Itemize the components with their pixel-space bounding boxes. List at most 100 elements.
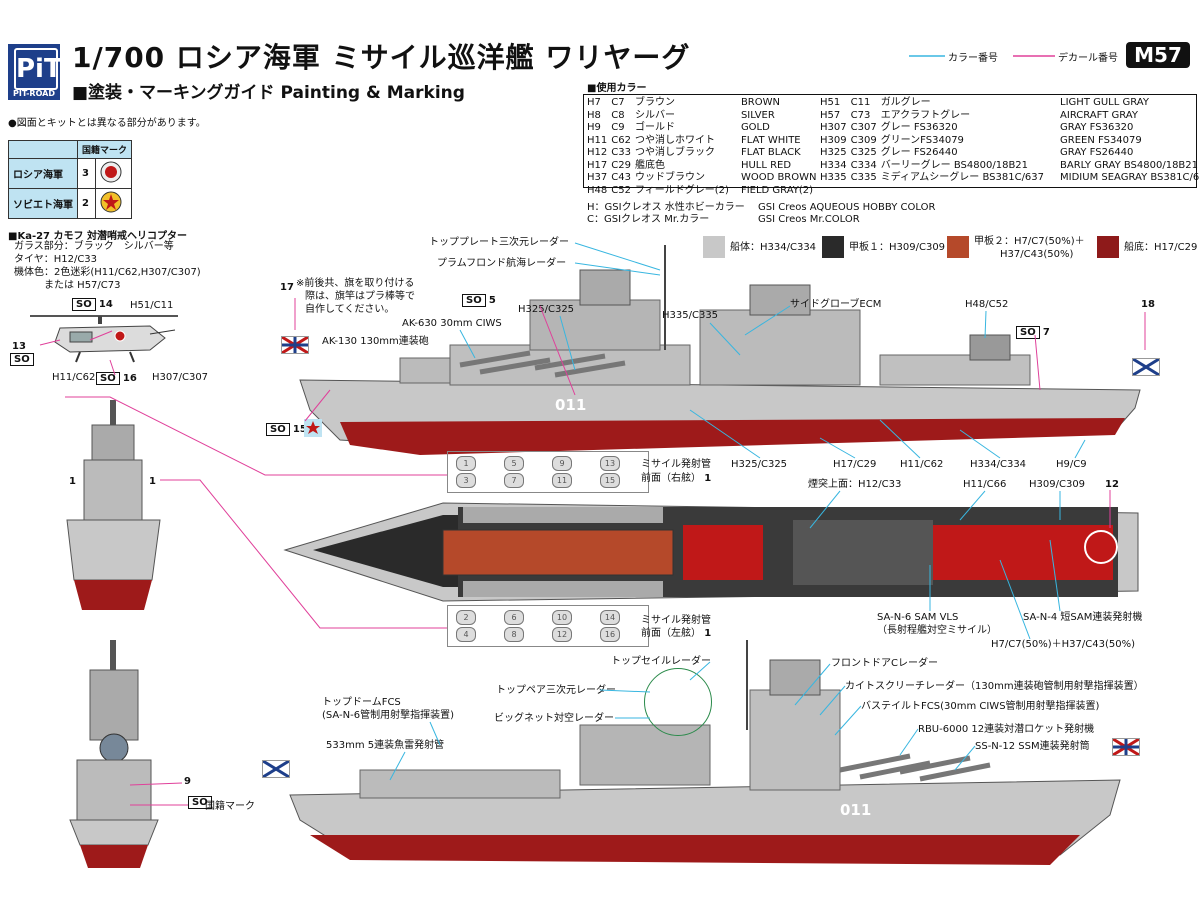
color-cell: C43 (611, 172, 631, 183)
color-cell: C334 (850, 159, 877, 171)
label-sa6: SA-N-6 SAM VLS (877, 612, 959, 623)
color-cell: H17 (587, 159, 608, 171)
color-cell: HULL RED (740, 159, 792, 171)
missile-tube-decal: 13 (600, 456, 620, 471)
label-h335: H335/C335 (662, 310, 719, 321)
side-so15-box: SO (266, 423, 290, 436)
swatch-hull (703, 236, 725, 258)
label-h11: H11/C62 (900, 459, 944, 470)
label-h325-upper: H325/C325 (518, 304, 575, 315)
label-torpedo: 533mm 5連装魚雷発射管 (326, 740, 445, 751)
nationality-mark-table: 国籍マーク ロシア海軍 3 ソビエト海軍 2 (8, 140, 133, 219)
color-cell: BARLY GRAY BS4800/18B21 (1060, 159, 1199, 171)
missile-r-decal: 1 (704, 473, 712, 484)
color-cell: エアクラフトグレー (880, 109, 971, 121)
color-cell: C335 (850, 172, 877, 183)
color-cell: ガルグレー (880, 97, 931, 108)
missile-r-label2: 前面（右舷） (641, 473, 701, 484)
color-cell: H309 (820, 134, 847, 146)
logo-text: PIT-ROAD (12, 89, 56, 98)
color-cell: C52 (611, 184, 631, 196)
legend-lines (909, 55, 1055, 57)
heli-h51-label: H51/C11 (130, 300, 174, 311)
missile-r-label: ミサイル発射管 (641, 459, 711, 470)
missile-tube-decal: 7 (504, 473, 524, 488)
decal-17: 17 (280, 282, 294, 293)
label-h325-lower: H325/C325 (731, 459, 788, 470)
radar-detail-circle (644, 668, 712, 736)
color-cell: フィールドグレー(2) (634, 184, 729, 196)
nat-name-russia: ロシア海軍 (8, 158, 78, 189)
swatch-deck2 (947, 236, 969, 258)
color-cell: 艦底色 (634, 159, 665, 171)
label-sa4: SA-N-4 短SAM連装発射機 (1023, 612, 1143, 623)
label-bass-tilt: バステイルトFCS(30mm CIWS管制用射撃指揮装置) (861, 701, 1100, 712)
front-decal-1a: 1 (69, 476, 76, 487)
missile-tubes-port-panel (447, 605, 649, 647)
missile-l-label2: 前面（左舷） (641, 628, 701, 639)
color-cell: FLAT WHITE (740, 134, 801, 146)
port-hull-number: 011 (840, 801, 871, 819)
missile-tube-decal: 6 (504, 610, 524, 625)
color-cell: H9 (587, 122, 601, 133)
heli-so16-box: SO (96, 372, 120, 385)
color-cell: ミディアムシーグレー BS381C/637 (880, 172, 1045, 183)
color-cell: BROWN (740, 97, 780, 108)
heli-line-1: ガラス部分：ブラック シルバー等 (14, 241, 174, 252)
label-top-plate: トッププレート三次元レーダー (429, 237, 569, 248)
color-cell: H307 (820, 122, 847, 133)
label-sa6b: （長射程艦対空ミサイル） (877, 625, 997, 636)
color-cell: グリーンFS34079 (880, 134, 964, 146)
color-cell: H37 (587, 172, 608, 183)
color-cell: C307 (850, 122, 877, 133)
missile-tube-decal: 2 (456, 610, 476, 625)
bow-flag-icon (281, 335, 309, 355)
color-cell: H334 (820, 159, 847, 171)
port-bow-flag-icon (1112, 737, 1140, 757)
stern-so-box: SO (188, 796, 212, 809)
colors-foot-h-en: GSI Creos AQUEOUS HOBBY COLOR (758, 202, 936, 213)
label-top-pair: トップペア三次元レーダー (496, 685, 616, 696)
ship-front-view (66, 400, 161, 610)
heli-line-3: 機体色：2色迷彩(H11/C62,H307/C307) (14, 267, 201, 278)
side-hull-number: 011 (555, 396, 586, 414)
heli-so13-box: SO (10, 353, 34, 366)
color-cell: C62 (611, 134, 631, 146)
missile-tube-decal: 10 (552, 610, 572, 625)
page-title: 1/700 ロシア海軍 ミサイル巡洋艦 ワリヤーグ (72, 41, 691, 74)
color-cell: ウッドブラウン (634, 172, 705, 183)
soviet-star-icon (95, 188, 133, 219)
missile-tube-decal: 14 (600, 610, 620, 625)
color-cell: FLAT BLACK (740, 147, 801, 158)
color-cell: C9 (611, 122, 625, 133)
product-code-badge: M57 (1126, 42, 1190, 68)
missile-tube-decal: 3 (456, 473, 476, 488)
color-cell: C8 (611, 109, 625, 121)
nat-num-soviet: 2 (76, 188, 97, 219)
colors-heading: ■使用カラー (587, 83, 647, 94)
missile-tube-decal: 11 (552, 473, 572, 488)
nat-name-soviet: ソビエト海軍 (8, 188, 78, 219)
label-big-net: ビッグネット対空レーダー (494, 713, 614, 724)
label-ssn12: SS-N-12 SSM連装発射筒 (975, 741, 1090, 752)
flag-note-3: 自作してください。 (305, 304, 395, 315)
heli-title: ■Ka-27 カモフ 対潜哨戒ヘリコプター (8, 231, 187, 242)
color-cell: FIELD GRAY(2) (740, 184, 814, 196)
color-cell: GRAY FS26440 (1060, 147, 1134, 158)
color-cell: H325 (820, 147, 847, 158)
missile-l-decal: 1 (704, 628, 712, 639)
label-stack: 煙突上面：H12/C33 (808, 479, 902, 490)
missile-tube-decal: 8 (504, 627, 524, 642)
swatch-deck2-label: 甲板２：H7/C7(50%)＋ (974, 236, 1085, 247)
heli-h307-label: H307/C307 (152, 372, 209, 383)
label-h9: H9/C9 (1056, 459, 1087, 470)
heli-decal-13: 13 (12, 341, 26, 352)
